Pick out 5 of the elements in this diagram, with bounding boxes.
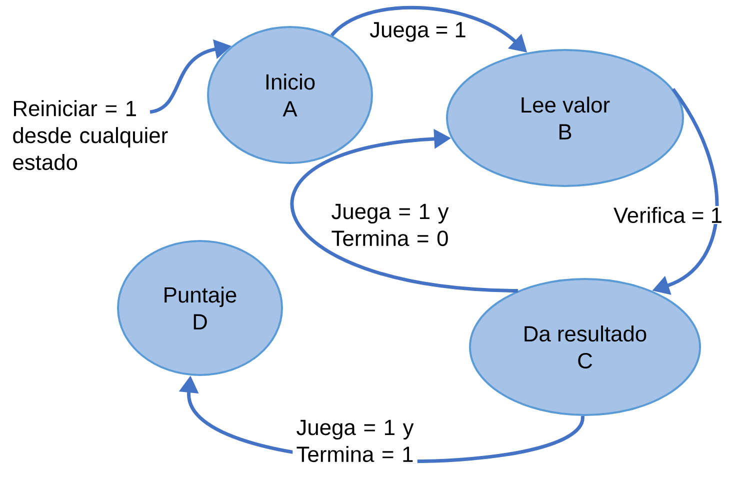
arrow: [290, 128, 518, 292]
edge-label: Juega = 1 y Termina = 1: [292, 418, 418, 464]
edge-label: Reiniciar = 1 desde cualquier estado: [13, 100, 168, 170]
edge-label: Verifica = 1: [612, 206, 724, 224]
edge-label: Juega = 1 y Termina = 0: [328, 202, 452, 248]
